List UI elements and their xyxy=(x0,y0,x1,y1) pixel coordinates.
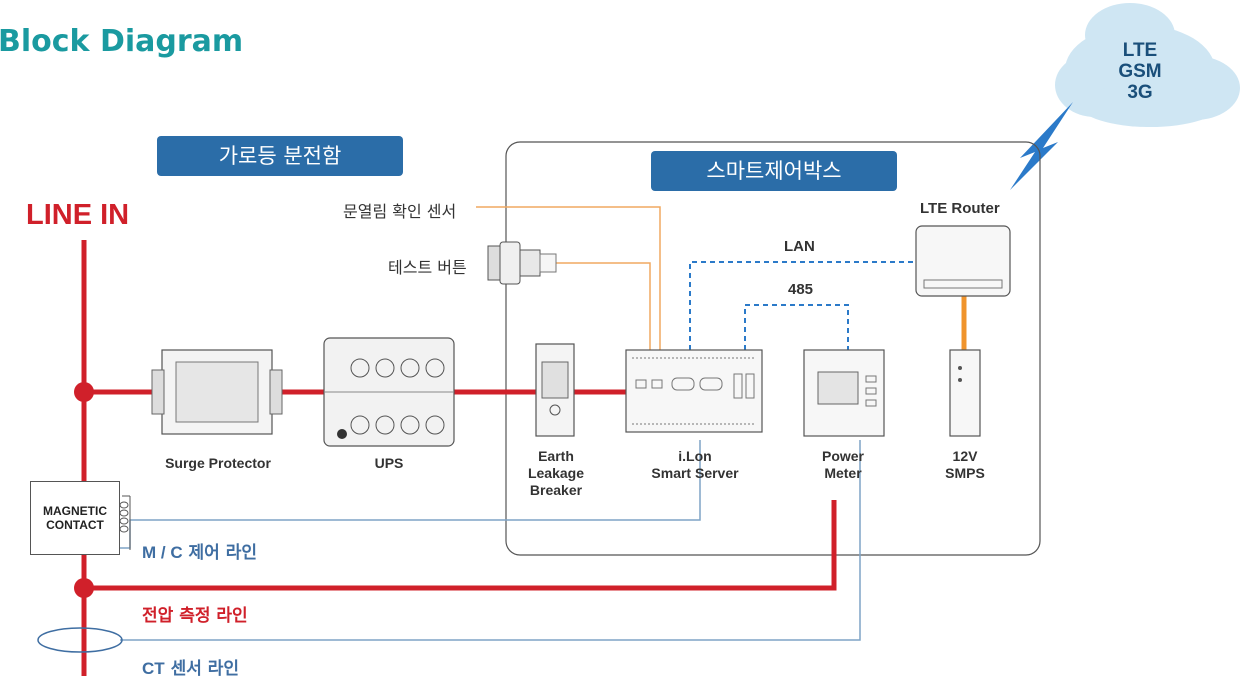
magnetic-contact-line1: MAGNETIC xyxy=(43,504,107,518)
breaker-label-line2: Leakage xyxy=(527,465,585,481)
breaker-label: Earth Leakage Breaker xyxy=(510,448,602,499)
lte-router-label: LTE Router xyxy=(920,200,1000,217)
wireless-bolt-icon xyxy=(1010,102,1073,190)
cloud-line-lte: LTE xyxy=(1122,40,1158,61)
magnetic-contact-coil xyxy=(119,495,131,550)
junction-dot-top xyxy=(74,382,94,402)
ct-prefix: CT xyxy=(142,659,165,678)
power-meter-label: Power Meter xyxy=(806,448,880,482)
ilon-label-line2: Smart Server xyxy=(651,465,739,481)
ct-line-label: CT 센서 라인 xyxy=(142,654,239,679)
ups-device xyxy=(323,337,455,447)
smps-label-line1: 12V xyxy=(952,448,978,464)
junction-dot-bottom xyxy=(74,578,94,598)
power-meter-label-line2: Meter xyxy=(824,465,862,481)
door-sensor-label: 문열림 확인 센서 xyxy=(343,202,457,221)
cloud-icon xyxy=(1055,3,1240,127)
magnetic-contact-line2: CONTACT xyxy=(46,518,104,532)
power-meter-device xyxy=(803,349,885,437)
voltage-line-label: 전압 측정 라인 xyxy=(142,606,248,626)
ups-label: UPS xyxy=(374,455,404,471)
mc-control-line-label: M / C 제어 라인 xyxy=(142,538,257,563)
smps-label: 12V SMPS xyxy=(928,448,1002,482)
cloud-line-3g: 3G xyxy=(1127,82,1153,103)
ilon-label: i.Lon Smart Server xyxy=(640,448,750,482)
lan-label: LAN xyxy=(784,238,815,255)
breaker-device xyxy=(535,343,575,437)
breaker-label-line1: Earth xyxy=(538,448,574,464)
surge-protector-device xyxy=(151,349,283,435)
ct-sensor-ring xyxy=(37,627,123,653)
rs485-label: 485 xyxy=(788,281,814,298)
panel-label: 가로등 분전함 xyxy=(157,136,403,176)
smps-label-line2: SMPS xyxy=(945,465,985,481)
test-button-label: 테스트 버튼 xyxy=(388,258,467,277)
page-title: Block Diagram xyxy=(0,24,244,59)
smart-box-frame xyxy=(505,141,1041,556)
smart-box-label: 스마트제어박스 xyxy=(651,151,897,191)
mc-control-suffix: 제어 라인 xyxy=(188,543,258,563)
cloud-line-gsm: GSM xyxy=(1118,61,1162,82)
ilon-device xyxy=(625,349,763,433)
line-in-label: LINE IN xyxy=(26,199,130,231)
surge-protector-label: Surge Protector xyxy=(165,455,271,471)
power-meter-label-line1: Power xyxy=(821,448,864,464)
lte-router-device xyxy=(915,225,1011,297)
breaker-label-line3: Breaker xyxy=(529,482,583,498)
smps-device xyxy=(949,349,981,437)
magnetic-contact-box: MAGNETIC CONTACT xyxy=(30,481,120,555)
test-button-device xyxy=(487,241,557,285)
mc-control-prefix: M / C xyxy=(142,543,183,562)
cloud-label: LTE GSM 3G xyxy=(1100,40,1180,103)
ct-suffix: 센서 라인 xyxy=(170,659,240,679)
ilon-label-line1: i.Lon xyxy=(678,448,712,464)
